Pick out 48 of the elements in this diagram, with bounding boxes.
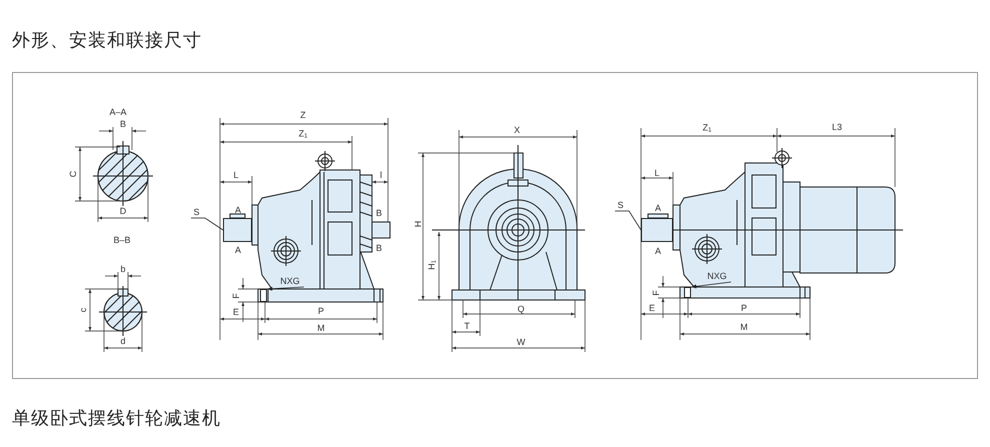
dimension-label: Z$_{1}$ [702,122,712,136]
section-label: A–A [110,107,126,117]
dimension-label: l [380,170,382,180]
dimension-label: F [651,290,661,296]
dimension-label: E [233,307,239,317]
dimension-label: L [654,168,660,178]
dimension-label: A [235,205,241,215]
dimension-label: D [120,206,126,216]
dimension-label: L [234,170,238,180]
dimension-label: L3 [832,122,842,132]
arrow [266,286,304,291]
dimension-label: W [516,337,526,347]
caption: 单级卧式摆线针轮减速机 [12,407,221,430]
dimension-label: B [376,243,382,253]
dimension-label: A [655,246,661,256]
dimension-label: b [120,264,126,274]
dimension-label: S [191,206,202,218]
dimension-label: Z [300,110,306,120]
leader-line [190,218,224,230]
section-label: B–B [114,235,130,245]
dimension-label: S [615,199,626,211]
dimension-label: c [78,308,88,312]
dimension-label: B [376,208,382,218]
dimension-label: A [655,203,661,213]
leader-line [614,210,642,230]
input-shaft [223,218,252,242]
dimension-label: M [317,323,325,333]
bolt-hole [260,289,267,302]
input-shaft [641,218,673,242]
dimension-label: F [231,293,241,299]
title: 外形、安装和联接尺寸 [12,29,202,52]
dimension-label: P [318,306,324,316]
arrow [690,282,732,288]
dimension-label: A [235,245,241,255]
dimension-label: NXG [276,275,304,287]
dimension-label: T [464,321,470,331]
dimension-label: B [120,119,126,129]
dimension-label: Z$_{1}$ [298,128,308,142]
dimension-label: C [68,170,78,178]
dimension-label: d [120,336,126,346]
dimension-label: Q [518,304,524,314]
bolt-hole [684,287,691,298]
dimension-label: P [741,303,747,313]
dimension-label: X [514,125,520,135]
dimension-label: NXG [703,270,731,282]
dimension-label: E [649,303,655,313]
dimension-label: M [740,322,748,332]
dimension-label: H [413,220,423,228]
